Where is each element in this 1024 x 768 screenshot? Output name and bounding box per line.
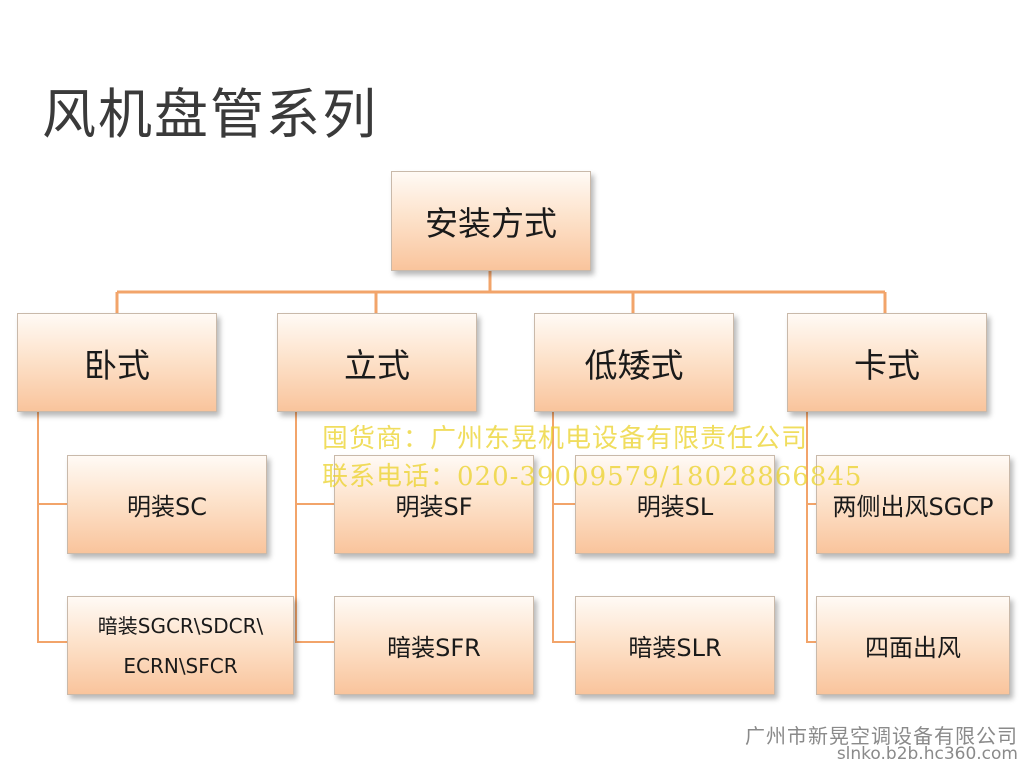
leaf-node-exposed-sf: 明装SF (334, 455, 534, 554)
leaf-line-2: ECRN\SFCR (123, 653, 238, 678)
leaf-node-concealed-sfr: 暗装SFR (334, 596, 534, 695)
leaf-node-two-side-sgcp: 两侧出风SGCP (816, 455, 1010, 554)
footer-company: 广州市新晃空调设备有限公司 (745, 724, 1018, 748)
leaf-node-concealed-slr: 暗装SLR (575, 596, 775, 695)
leaf-line-1: 暗装SGCR\SDCR\ (97, 613, 264, 638)
page-title: 风机盘管系列 (42, 83, 378, 146)
leaf-node-concealed-sgcr: 暗装SGCR\SDCR\ ECRN\SFCR (67, 596, 294, 695)
watermark-dealer: 囤货商：广州东晃机电设备有限责任公司 (322, 424, 809, 454)
category-node-low: 低矮式 (534, 313, 734, 412)
footer-site: slnko.b2b.hc360.com (836, 744, 1018, 764)
category-node-horizontal: 卧式 (17, 313, 217, 412)
root-node: 安装方式 (391, 171, 591, 271)
category-node-cassette: 卡式 (787, 313, 987, 412)
category-node-vertical: 立式 (277, 313, 477, 412)
leaf-node-exposed-sl: 明装SL (575, 455, 775, 554)
leaf-node-exposed-sc: 明装SC (67, 455, 267, 554)
watermark-phone: 联系电话：020-39009579/18028866845 (322, 462, 863, 492)
leaf-node-four-side: 四面出风 (816, 596, 1010, 695)
